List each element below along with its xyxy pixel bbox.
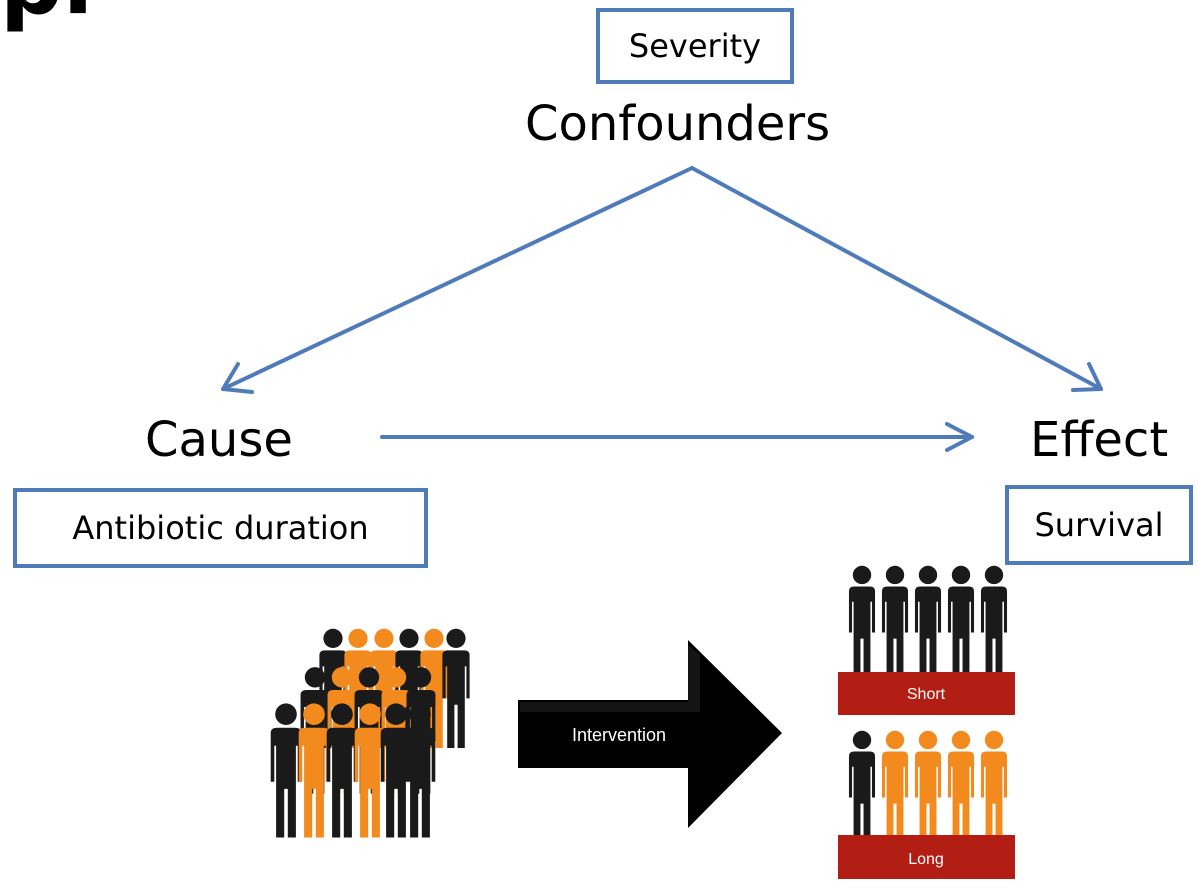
effect-label: Effect xyxy=(1030,412,1169,468)
short-bar xyxy=(838,672,1015,715)
arrowhead-effect-diag xyxy=(1071,362,1103,392)
edge-confounders-to-effect xyxy=(690,166,1103,391)
short-group-icon: Short xyxy=(838,565,1015,715)
intervention-arrow: Intervention xyxy=(518,640,782,828)
antibiotic-duration-box: Antibiotic duration xyxy=(13,488,428,568)
slide-title-fragment: pl xyxy=(0,0,560,28)
edge-confounders-to-cause xyxy=(221,166,694,391)
severity-box: Severity xyxy=(596,8,794,84)
antibiotic-duration-label: Antibiotic duration xyxy=(72,509,369,547)
long-bar xyxy=(838,835,1015,879)
short-label: Short xyxy=(907,686,946,703)
arrowhead-cause xyxy=(221,362,254,394)
long-group-icon: Long xyxy=(838,730,1015,879)
cause-label: Cause xyxy=(145,412,293,468)
mixed-population-icon xyxy=(270,628,470,838)
long-label: Long xyxy=(908,851,944,868)
confounders-label: Confounders xyxy=(525,96,831,152)
intervention-label: Intervention xyxy=(572,725,666,745)
survival-label: Survival xyxy=(1034,506,1164,544)
severity-label: Severity xyxy=(628,27,762,65)
survival-box: Survival xyxy=(1005,485,1193,565)
arrowhead-effect xyxy=(945,422,974,452)
